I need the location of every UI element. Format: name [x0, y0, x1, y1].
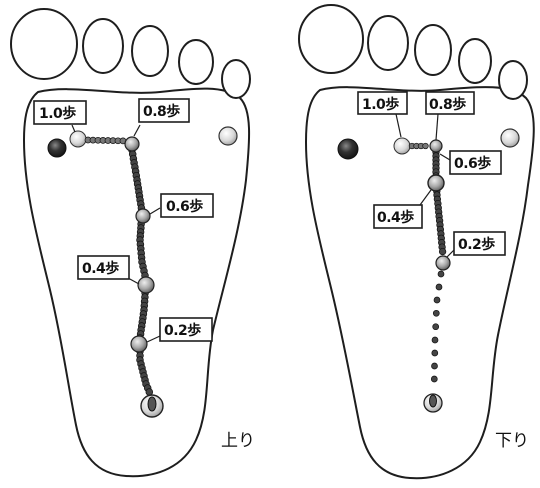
left-toe-5	[222, 60, 250, 98]
chain-dot	[432, 363, 438, 369]
left-ring-0.2	[131, 336, 147, 352]
left-label-1.0-text: 1.0歩	[39, 105, 76, 122]
right-label-0.6-text: 0.6歩	[454, 155, 491, 172]
right-heel-ring-inner	[430, 395, 437, 407]
right-label-0.8-text: 0.8歩	[429, 96, 466, 113]
right-ring-0.4	[428, 175, 444, 191]
left-ball-dark	[48, 139, 66, 157]
right-big-toe	[299, 5, 363, 73]
left-big-toe	[11, 9, 77, 79]
right-toe-4	[459, 39, 491, 83]
chain-dot	[432, 337, 438, 343]
left-label-0.2-text: 0.2歩	[164, 322, 201, 339]
left-ring-0.4	[138, 277, 154, 293]
chain-dot	[432, 350, 438, 356]
right-ball-light-right	[501, 129, 519, 147]
left-ball-light-right	[219, 127, 237, 145]
right-toe-2	[368, 16, 408, 70]
chain-dot	[433, 310, 439, 316]
chain-bead	[439, 248, 446, 255]
left-ball-light-1.0	[70, 131, 86, 147]
left-ring-0.8	[125, 137, 139, 151]
left-toe-4	[179, 40, 213, 84]
right-foot-diagram: 1.0歩 0.8歩 0.6歩 0.4歩 0.2歩 下り	[299, 5, 534, 478]
right-label-0.2-text: 0.2歩	[458, 236, 495, 253]
right-ring-0.2	[436, 256, 450, 270]
left-label-0.4-text: 0.4歩	[82, 260, 119, 277]
right-label-1.0-text: 1.0歩	[362, 96, 399, 113]
left-label-0.8-text: 0.8歩	[143, 103, 180, 120]
right-label-0.4-text: 0.4歩	[377, 209, 414, 226]
right-ring-0.8	[430, 140, 442, 152]
chain-dot	[433, 324, 439, 330]
right-ball-light-1.0	[394, 138, 410, 154]
left-label-0.6-text: 0.6歩	[166, 198, 203, 215]
left-heel-ring-inner	[148, 397, 156, 411]
right-toe-5	[499, 61, 527, 99]
chain-dot	[431, 376, 437, 382]
left-toe-3	[132, 26, 168, 76]
chain-bead	[423, 143, 429, 149]
chain-dot	[438, 271, 444, 277]
chain-dot	[434, 297, 440, 303]
left-ring-0.6	[136, 209, 150, 223]
chain-dot	[436, 284, 442, 290]
right-toe-3	[415, 25, 451, 75]
right-label-0.2: 0.2歩	[447, 232, 505, 257]
left-foot-diagram: 1.0歩 0.8歩 0.6歩 0.4歩 0.2歩 上り	[11, 9, 255, 476]
right-caption: 下り	[495, 431, 529, 451]
left-caption: 上り	[221, 431, 255, 451]
left-toe-2	[83, 19, 123, 73]
right-chain-horizontal	[409, 143, 428, 149]
right-ball-dark	[338, 139, 358, 159]
